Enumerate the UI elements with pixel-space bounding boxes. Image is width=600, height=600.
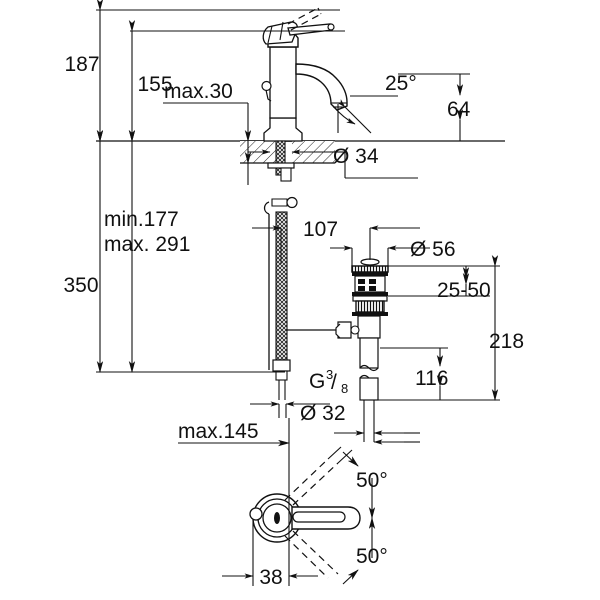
label-overall-height: 187 bbox=[64, 53, 99, 76]
dimension-64 bbox=[398, 73, 470, 142]
label-waste-flange-dia: Ø 56 bbox=[410, 238, 456, 261]
label-rod-reach-max: max.145 bbox=[178, 420, 259, 443]
label-hose-max: max. 291 bbox=[104, 233, 190, 256]
dimension-dia32 bbox=[334, 424, 420, 445]
label-waste-tail-dia: Ø 32 bbox=[300, 402, 346, 425]
lever-handle bbox=[262, 7, 335, 45]
dimension-25-50 bbox=[388, 265, 500, 297]
dimension-38 bbox=[222, 452, 318, 586]
label-hose-min: min.177 bbox=[104, 208, 179, 231]
label-spout-angle: 25° bbox=[385, 72, 417, 95]
label-handle-offset: 38 bbox=[259, 566, 282, 589]
dimension-max30 bbox=[163, 102, 252, 185]
label-spout-height: 155 bbox=[137, 73, 172, 96]
dimension-lines-left bbox=[96, 0, 345, 373]
label-waste-offset: 107 bbox=[303, 218, 338, 241]
label-total-length: 350 bbox=[63, 274, 98, 297]
label-waste-total: 218 bbox=[489, 330, 524, 353]
label-handle-swivel-lower: 50° bbox=[356, 545, 388, 568]
label-mounting-hole-dia: Ø 34 bbox=[333, 145, 379, 168]
label-counter-thickness-max: max.30 bbox=[164, 80, 233, 103]
label-supply-thread-num: 3 bbox=[326, 367, 333, 382]
label-tailpiece-length: 116 bbox=[415, 367, 448, 390]
faucet-body bbox=[261, 32, 348, 142]
label-handle-swivel-upper: 50° bbox=[356, 469, 388, 492]
label-supply-thread-den: 8 bbox=[341, 381, 348, 396]
plan-view-handle bbox=[249, 458, 361, 579]
dimension-116 bbox=[378, 347, 448, 401]
label-supply-thread: G 3 / 8 bbox=[309, 367, 348, 396]
popup-waste-assembly bbox=[286, 258, 389, 424]
label-supply-thread-g: G bbox=[309, 370, 325, 393]
label-spout-projection: 64 bbox=[447, 98, 471, 121]
dimension-107 bbox=[252, 225, 420, 264]
label-basin-thickness-range: 25-50 bbox=[437, 279, 491, 302]
dimension-dia34 bbox=[248, 149, 418, 179]
dimension-g38 bbox=[250, 401, 330, 418]
dimension-angle-50-upper bbox=[327, 446, 376, 529]
shank-and-hoses bbox=[263, 140, 298, 400]
fraction-slash-icon: / bbox=[331, 371, 337, 394]
dimension-angle-25 bbox=[332, 95, 398, 134]
dimension-max145 bbox=[178, 418, 290, 452]
dimension-dia56 bbox=[330, 245, 430, 266]
dimension-angle-50-lower bbox=[342, 507, 376, 585]
